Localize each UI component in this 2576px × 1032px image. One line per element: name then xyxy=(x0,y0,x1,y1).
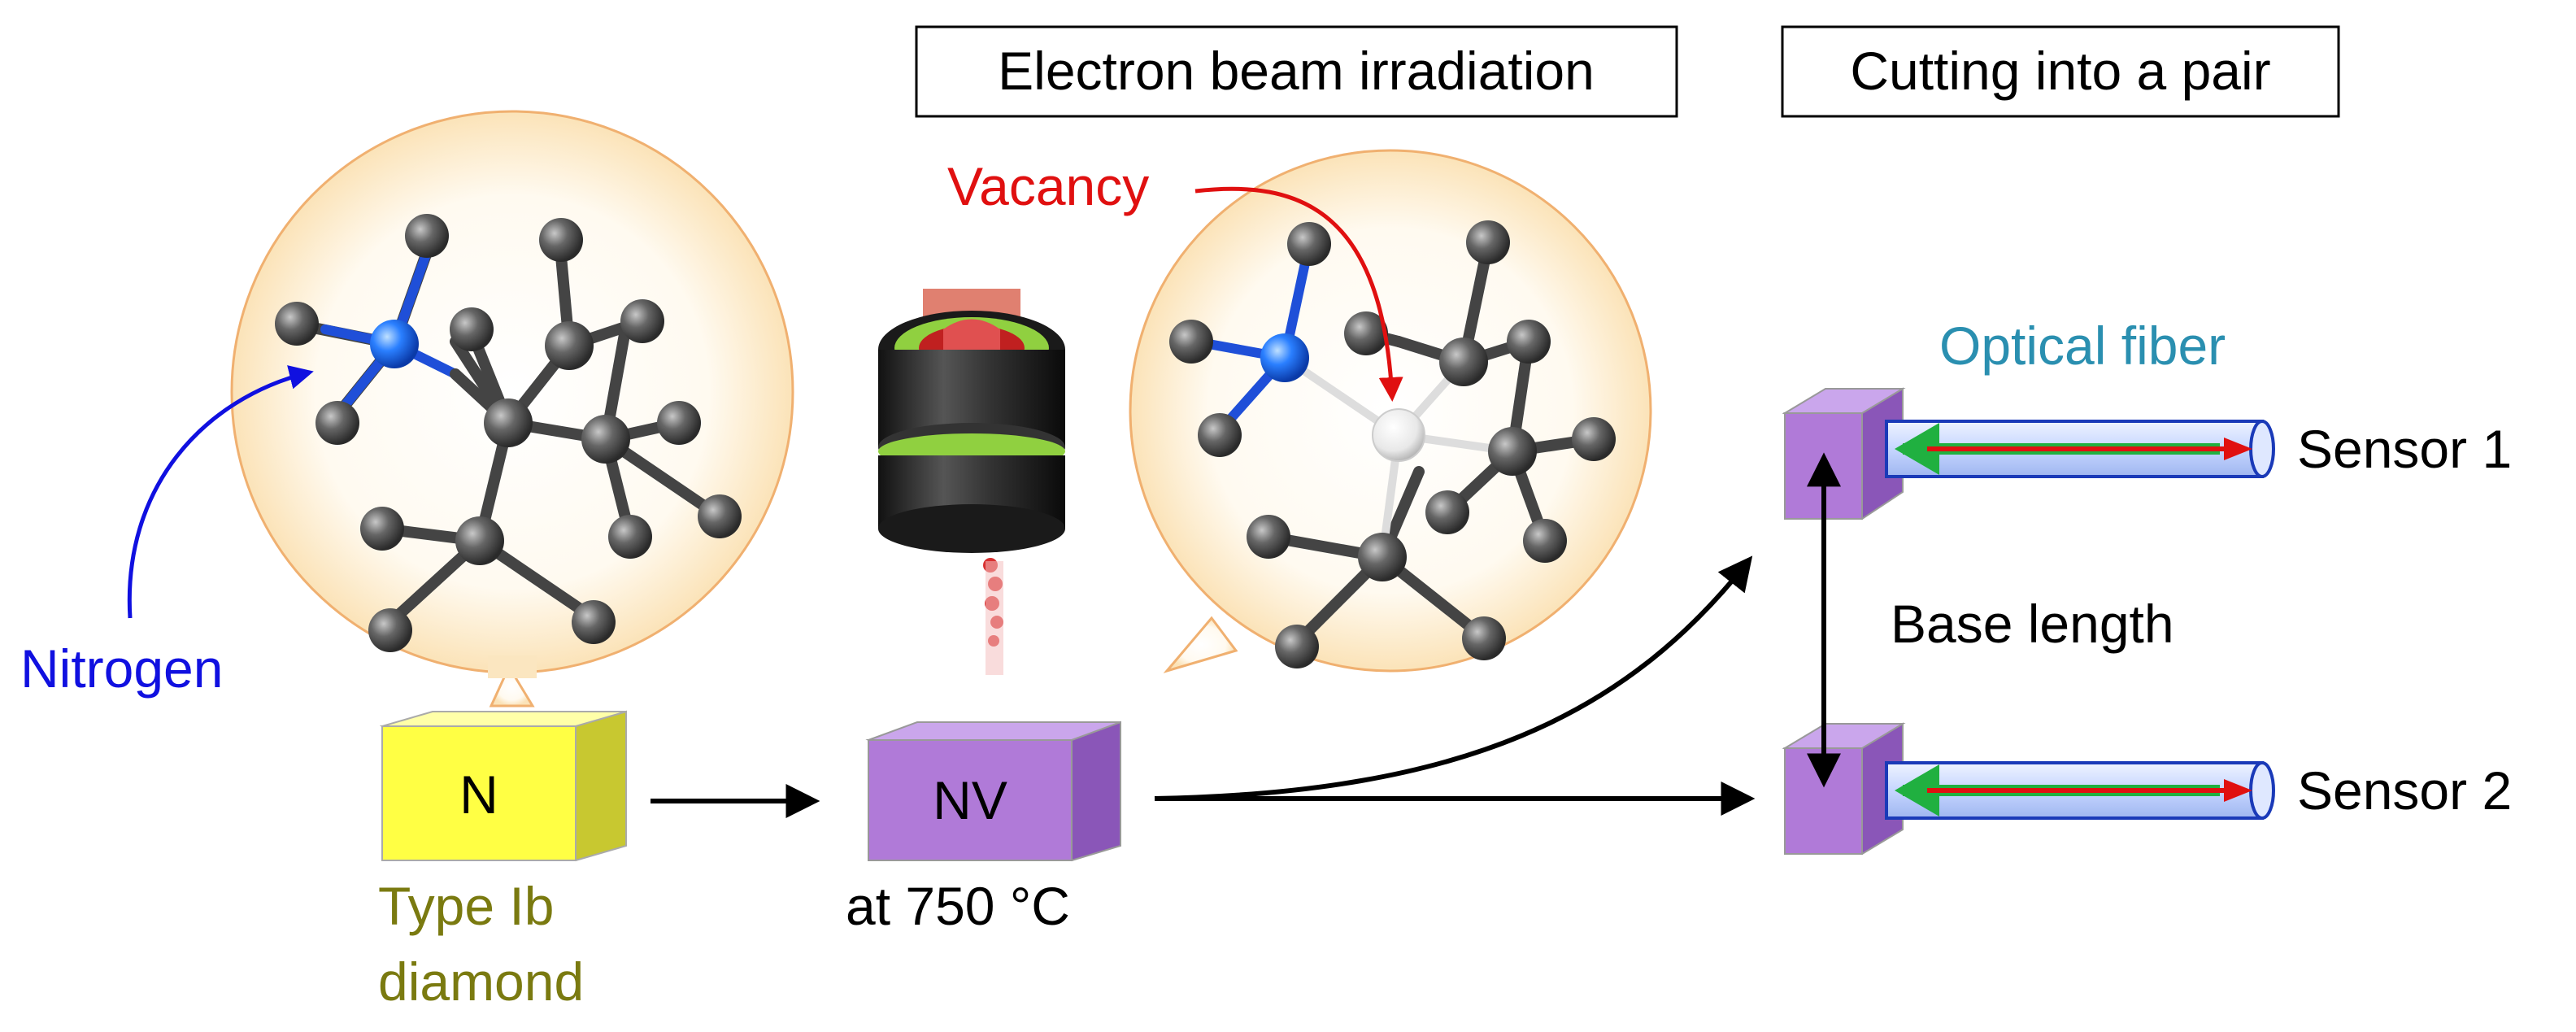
nv-block-label: NV xyxy=(933,770,1007,830)
carbon-atoms xyxy=(275,214,742,652)
cutting-label: Cutting into a pair xyxy=(1850,41,2270,101)
base-length-label: Base length xyxy=(1891,594,2174,654)
vacancy-site xyxy=(1372,408,1425,462)
type-ib-label-line2: diamond xyxy=(378,951,584,1012)
nv-nitrogen-atom xyxy=(1260,333,1309,382)
electron-beam-label: Electron beam irradiation xyxy=(998,41,1595,101)
temperature-label: at 750 °C xyxy=(846,876,1070,936)
nitrogen-lattice-bubble xyxy=(230,110,794,708)
arrow-nv-to-sensor1 xyxy=(1154,555,1753,801)
optical-fiber-label: Optical fiber xyxy=(1939,316,2226,376)
n-block-label: N xyxy=(459,764,498,825)
nv-lattice-bubble xyxy=(1129,149,1652,673)
type-ib-label-line1: Type Ib xyxy=(378,876,554,936)
nitrogen-pointer-arrow xyxy=(127,365,314,619)
n-diamond-block: N xyxy=(379,710,627,862)
optical-fiber-icon xyxy=(1885,761,2275,820)
vacancy-pointer-arrow xyxy=(1194,186,1403,402)
cutting-into-pair-box: Cutting into a pair xyxy=(1781,25,2340,118)
sensor-1 xyxy=(1782,387,2275,520)
nv-carbon-atoms xyxy=(1169,220,1616,668)
sensor2-label: Sensor 2 xyxy=(2297,760,2512,821)
nv-diamond-block: NV xyxy=(865,721,1121,862)
sensor-2 xyxy=(1782,722,2275,856)
nitrogen-atom xyxy=(370,320,419,368)
electron-beam-irradiation-box: Electron beam irradiation xyxy=(915,25,1678,118)
vacancy-label: Vacancy xyxy=(947,156,1149,216)
sensor1-label: Sensor 1 xyxy=(2297,419,2512,479)
optical-fiber-icon xyxy=(1885,420,2275,478)
electron-gun-icon xyxy=(878,289,1065,679)
nitrogen-label: Nitrogen xyxy=(20,638,223,699)
